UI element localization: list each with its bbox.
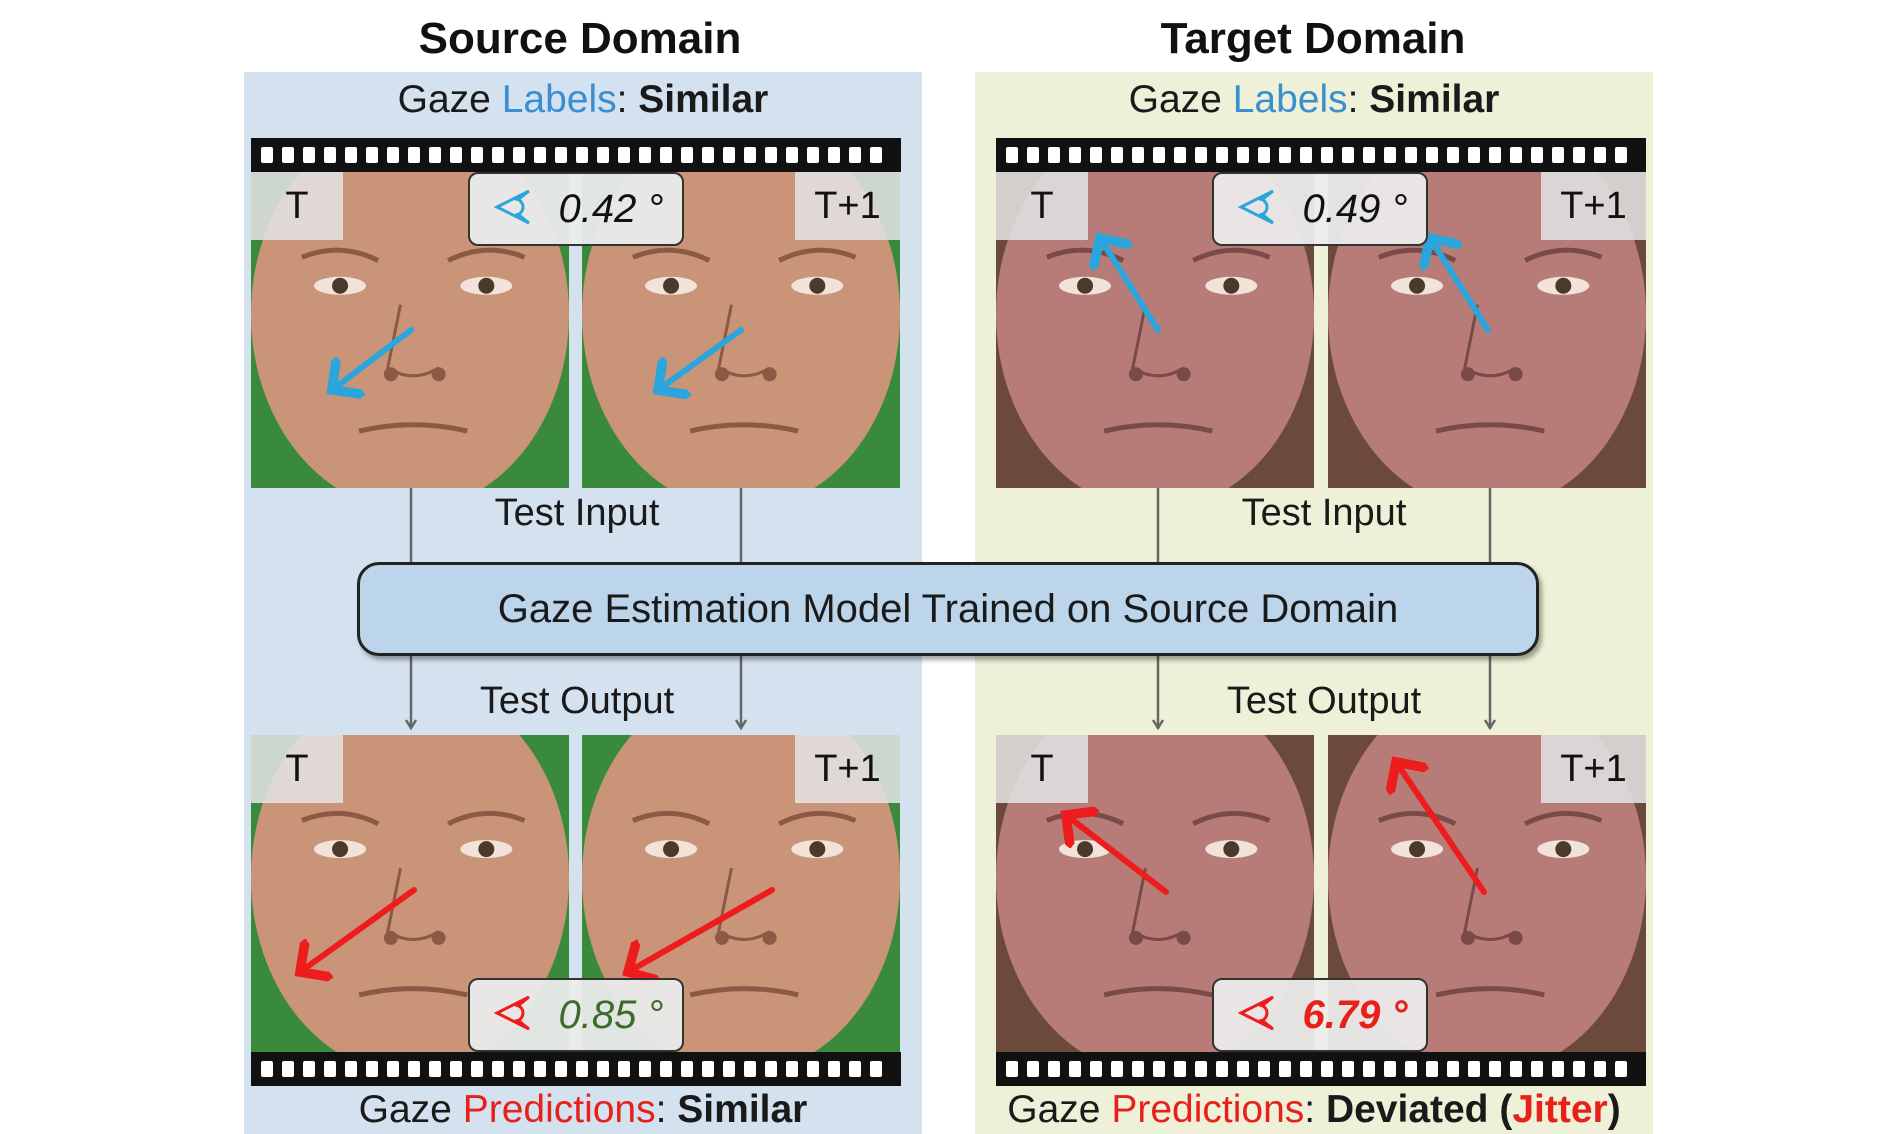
eye-icon bbox=[489, 993, 549, 1038]
target-prediction-angle: 6.79 ° bbox=[1302, 992, 1408, 1037]
frame-tag-t1: T+1 bbox=[795, 172, 900, 240]
eye-icon bbox=[1233, 993, 1293, 1038]
frame-tag-t: T bbox=[251, 172, 343, 240]
frame-tag-t1: T+1 bbox=[1541, 735, 1646, 803]
source-label-angle-box: 0.42 ° bbox=[468, 172, 684, 246]
label-arrow-source-t1 bbox=[658, 327, 744, 390]
target-labels-caption: Gaze Labels: Similar bbox=[1128, 78, 1500, 121]
target-test-input-label: Test Input bbox=[1241, 492, 1407, 534]
source-test-input-label: Test Input bbox=[494, 492, 660, 534]
source-test-output-label: Test Output bbox=[479, 680, 675, 722]
eye-icon bbox=[489, 187, 549, 232]
film-strip-source-top bbox=[251, 138, 901, 172]
prediction-arrow-target-t bbox=[1066, 815, 1169, 895]
label-arrow-source-t bbox=[332, 327, 414, 390]
prediction-arrow-source-t bbox=[300, 887, 417, 972]
source-predictions-caption: Gaze Predictions: Similar bbox=[358, 1088, 808, 1131]
film-strip-target-top bbox=[996, 138, 1646, 172]
target-prediction-angle-box: 6.79 ° bbox=[1212, 978, 1428, 1052]
label-arrow-target-t1 bbox=[1430, 238, 1491, 333]
target-label-angle: 0.49 ° bbox=[1302, 186, 1408, 231]
frame-tag-t1: T+1 bbox=[795, 735, 900, 803]
prediction-arrow-target-t1 bbox=[1396, 762, 1487, 895]
prediction-arrow-source-t1 bbox=[628, 887, 775, 972]
target-test-output-label: Test Output bbox=[1226, 680, 1422, 722]
source-prediction-angle: 0.85 ° bbox=[558, 992, 664, 1037]
model-label: Gaze Estimation Model Trained on Source … bbox=[497, 586, 1399, 631]
target-predictions-caption: Gaze Predictions: Deviated (Jitter) bbox=[1007, 1088, 1621, 1131]
frame-tag-t: T bbox=[251, 735, 343, 803]
source-prediction-angle-box: 0.85 ° bbox=[468, 978, 684, 1052]
source-domain-title: Source Domain bbox=[418, 14, 742, 63]
eye-icon bbox=[1233, 187, 1293, 232]
frame-tag-t1: T+1 bbox=[1541, 172, 1646, 240]
label-arrow-target-t bbox=[1100, 238, 1161, 333]
film-strip-source-bottom bbox=[251, 1052, 901, 1086]
gaze-estimation-model-box: Gaze Estimation Model Trained on Source … bbox=[357, 562, 1539, 656]
frame-tag-t: T bbox=[996, 172, 1088, 240]
source-labels-caption: Gaze Labels: Similar bbox=[397, 78, 769, 121]
source-label-angle: 0.42 ° bbox=[558, 186, 664, 231]
frame-tag-t: T bbox=[996, 735, 1088, 803]
target-label-angle-box: 0.49 ° bbox=[1212, 172, 1428, 246]
target-domain-title: Target Domain bbox=[1160, 14, 1466, 63]
film-strip-target-bottom bbox=[996, 1052, 1646, 1086]
